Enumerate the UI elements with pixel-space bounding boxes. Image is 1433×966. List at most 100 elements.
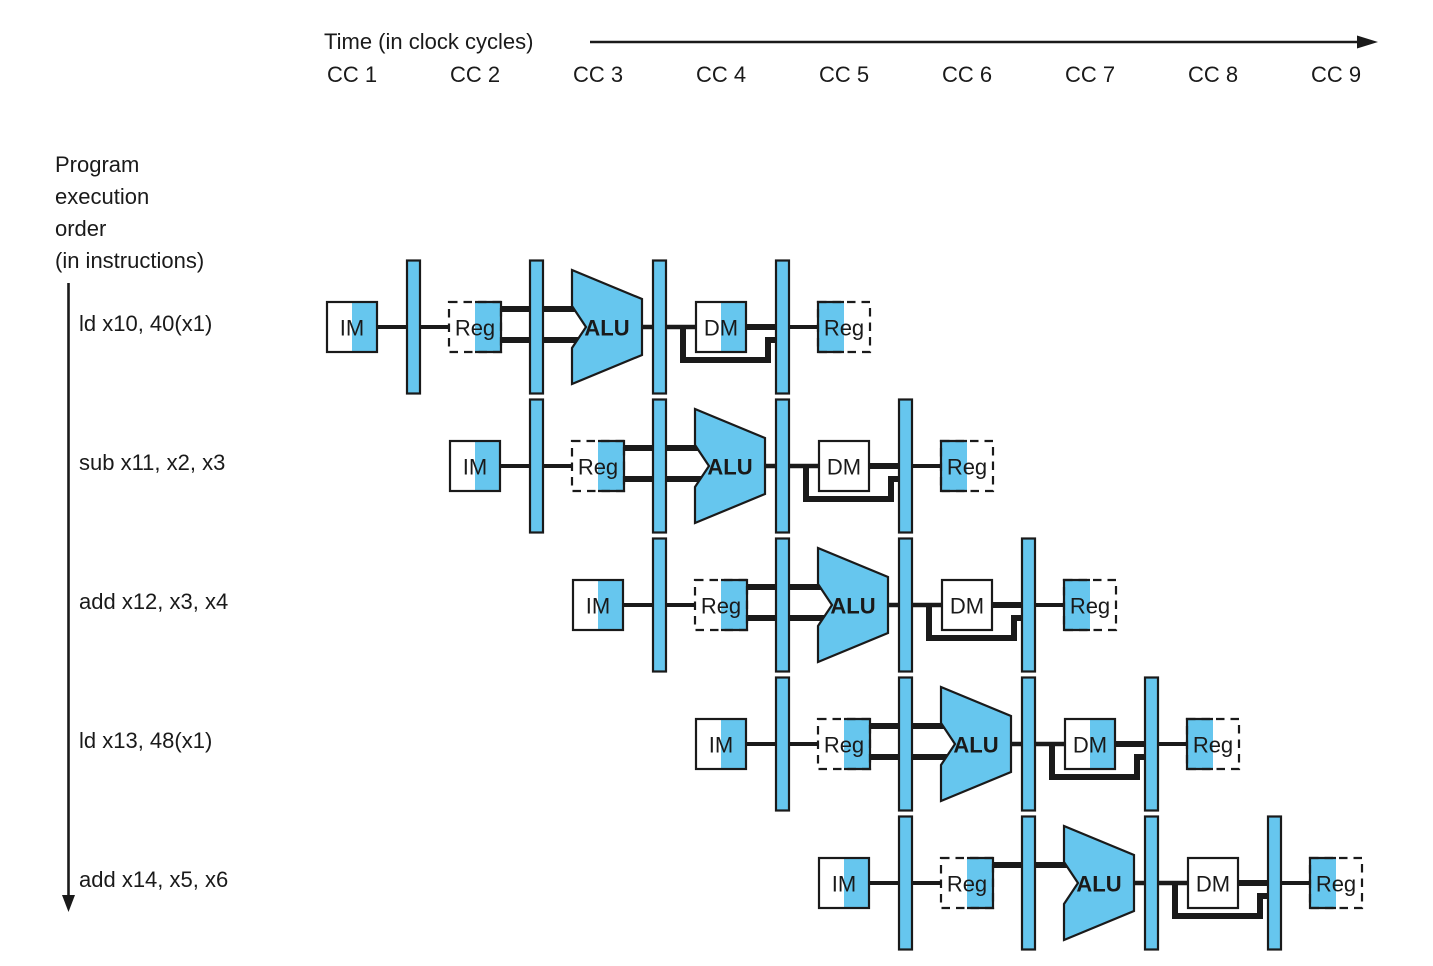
dm-bypass-bus [1049,744,1152,780]
program-order-line-3: order [55,216,107,241]
im-box-border [694,717,748,771]
cc-label-2: CC 2 [449,62,501,87]
dm-box-label: DM [950,594,984,619]
pipeline-register-bar-4 [1020,537,1037,673]
reg-write-box-active-half [1187,719,1213,769]
im-box-active-half [598,580,623,630]
alu-shape-label: ALU [830,594,875,619]
program-order-line-2: execution [55,184,150,209]
dm-bypass-bus [926,605,1029,641]
reg-read-box-active-half [844,719,870,769]
reg-read-box-label: Reg [947,872,987,897]
pipeline-register-bar-3 [651,259,668,395]
pipeline-register-bar-1 [774,676,791,812]
pipeline-register-bar-4 [897,398,914,534]
dm-box-label: DM [1196,872,1230,897]
pipeline-register-bar-4 [1143,676,1160,812]
im-box-active-half [352,302,377,352]
cc-label-5: CC 5 [818,62,870,87]
alu-shape [816,546,890,664]
im-box-active-half [844,858,869,908]
reg-read-box-active-half [598,441,624,491]
dm-box-active-half [1090,719,1115,769]
reg-read-box-active-border [598,439,626,493]
im-box-active-half [721,719,746,769]
pipeline-register-bar-2 [774,537,791,673]
reg-write-box-active-half [1064,580,1090,630]
dm-box-active-half [721,302,746,352]
reg-write-box-active-half [941,441,967,491]
reg-write-box-active-border [939,439,967,493]
pipeline-register-bar-1 [528,398,545,534]
reg-write-box-label: Reg [1070,594,1110,619]
pipeline-register-bar-2 [528,259,545,395]
cc-label-4: CC 4 [695,62,747,87]
reg-read-box-active-border [721,578,749,632]
dm-box [942,580,992,630]
im-box-label: IM [586,594,610,619]
program-order-line-1: Program [55,152,140,177]
pipeline-register-bar-3 [897,537,914,673]
dm-bypass-bus [803,466,906,502]
pipeline-register-bar-4 [1266,815,1283,951]
time-axis-label: Time (in clock cycles) [324,29,534,54]
pipeline-register-bar-4 [774,259,791,395]
reg-read-box-active-half [721,580,747,630]
reg-read-box-active-border [967,856,995,910]
im-box-border [571,578,625,632]
pipeline-register-bar-2 [651,398,668,534]
pipeline-register-bar-3 [774,398,791,534]
program-order-label: Program execution order (in instructions… [55,149,204,277]
pipeline-register-bar-2 [897,676,914,812]
dm-box [1188,858,1238,908]
reg-read-box-active-half [475,302,501,352]
alu-shape-label: ALU [953,733,998,758]
instruction-label-4: ld x13, 48(x1) [79,728,213,753]
reg-write-box-label: Reg [1193,733,1233,758]
alu-shape [1062,824,1136,942]
reg-write-box-label: Reg [947,455,987,480]
reg-read-box-active-half [967,858,993,908]
im-box-label: IM [832,872,856,897]
dm-box-border [694,300,748,354]
pipeline-register-bar-3 [1020,676,1037,812]
cc-label-9: CC 9 [1310,62,1362,87]
cc-label-6: CC 6 [941,62,993,87]
cc-label-1: CC 1 [326,62,378,87]
alu-shape-label: ALU [707,455,752,480]
cc-label-3: CC 3 [572,62,624,87]
reg-write-box-active-border [1185,717,1213,771]
im-box-label: IM [340,316,364,341]
dm-box-border [940,578,994,632]
reg-write-box-label: Reg [1316,872,1356,897]
reg-write-box-active-half [818,302,844,352]
reg-write-box-active-half [1310,858,1336,908]
dm-box-label: DM [1073,733,1107,758]
cc-label-8: CC 8 [1187,62,1239,87]
reg-write-box-label: Reg [824,316,864,341]
program-order-arrowhead-icon [62,895,75,912]
im-box-border [325,300,379,354]
cc-label-7: CC 7 [1064,62,1116,87]
instruction-label-1: ld x10, 40(x1) [79,311,213,336]
instruction-label-3: add x12, x3, x4 [79,589,229,614]
im-box-border [817,856,871,910]
instruction-label-5: add x14, x5, x6 [79,867,229,892]
dm-box-border [1186,856,1240,910]
alu-shape [693,407,767,525]
alu-shape-label: ALU [584,316,629,341]
im-box-active-half [475,441,500,491]
dm-box-border [817,439,871,493]
im-box-label: IM [709,733,733,758]
dm-bypass-bus [1172,883,1275,919]
im-box-label: IM [463,455,487,480]
pipeline-register-bar-2 [1020,815,1037,951]
reg-write-box-active-border [816,300,844,354]
reg-read-box-label: Reg [578,455,618,480]
